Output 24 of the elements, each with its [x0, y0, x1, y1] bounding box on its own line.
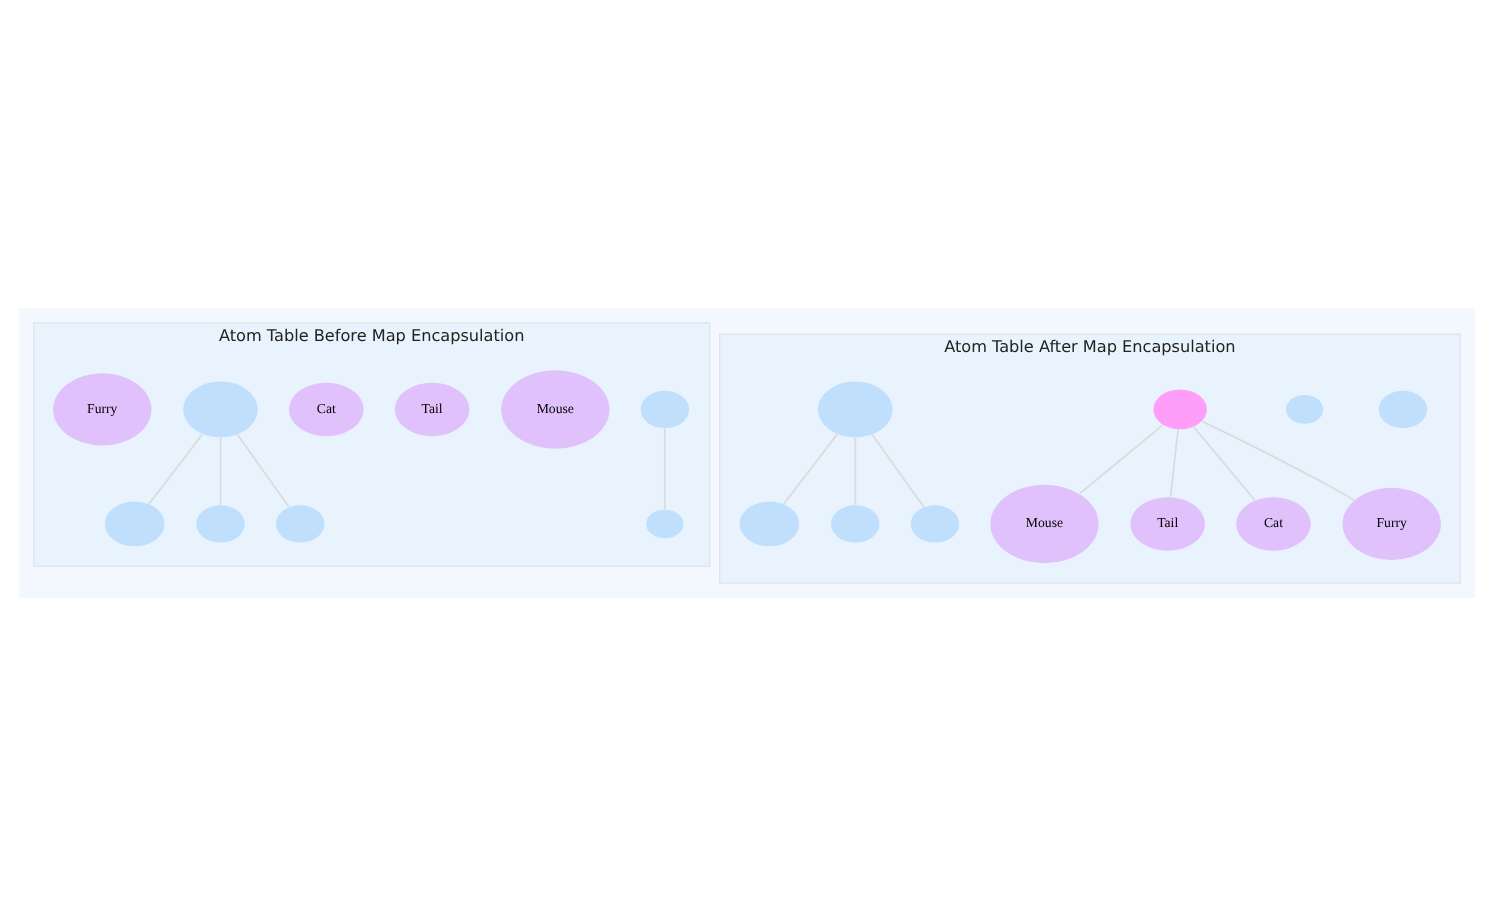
node-circle — [1378, 389, 1428, 428]
connector — [1192, 424, 1256, 501]
connector — [1169, 427, 1179, 497]
connector — [236, 432, 291, 508]
node-circle — [1285, 394, 1324, 423]
node-circle — [646, 508, 684, 538]
connector — [782, 432, 838, 505]
node-circle — [196, 504, 245, 542]
connector — [1201, 419, 1356, 501]
node-circle — [104, 500, 165, 546]
node-circle — [739, 500, 800, 546]
connector — [854, 435, 857, 506]
node-circle — [831, 504, 880, 542]
connector — [1078, 422, 1164, 494]
node-circle — [910, 504, 960, 542]
connector — [219, 435, 222, 506]
node-circle — [640, 389, 690, 428]
connector — [871, 432, 925, 508]
node-circle — [275, 504, 325, 542]
node-circle — [817, 380, 893, 437]
node-circle — [183, 380, 258, 437]
connector — [147, 432, 204, 505]
node-circle — [1153, 388, 1207, 429]
connector — [663, 426, 666, 510]
